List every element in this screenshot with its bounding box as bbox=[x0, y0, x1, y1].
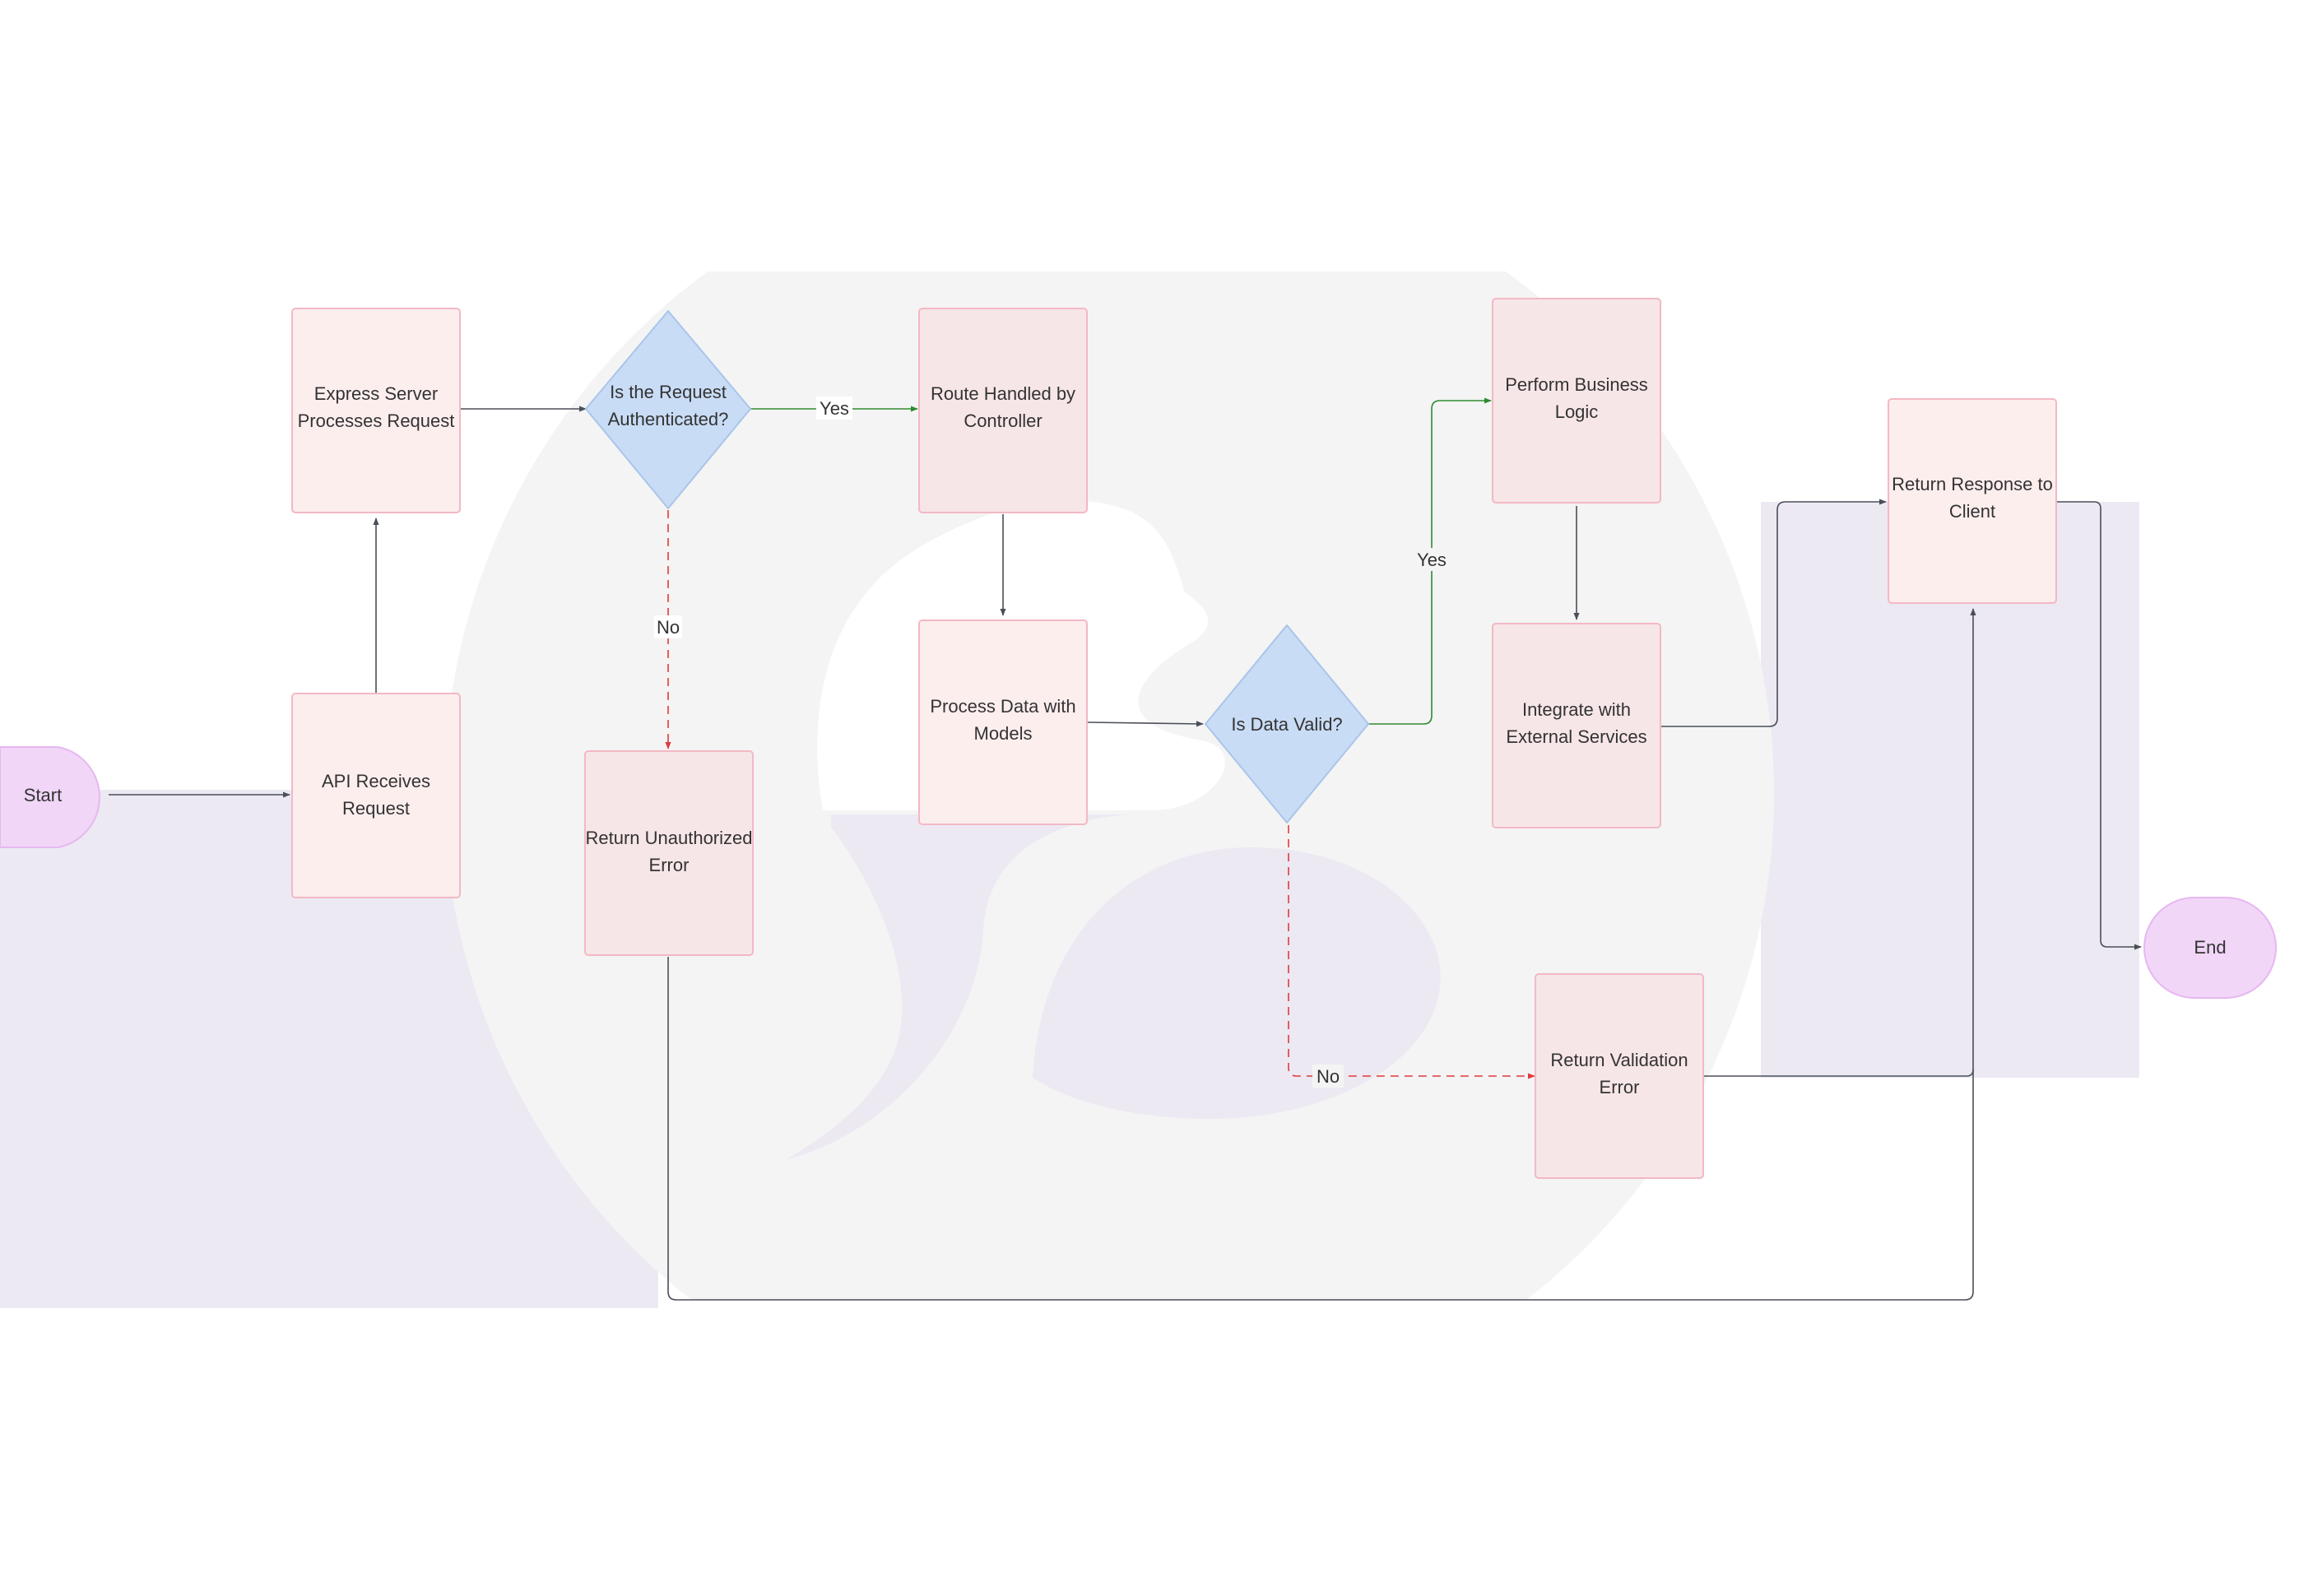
node-validation-error[interactable]: Return Validation Error bbox=[1535, 973, 1704, 1179]
watermark-swirl-right bbox=[1033, 847, 1441, 1119]
node-business-logic[interactable]: Perform Business Logic bbox=[1492, 298, 1661, 503]
node-label-line: Is the Request bbox=[610, 382, 727, 402]
node-external-services[interactable]: Integrate with External Services bbox=[1492, 623, 1661, 828]
watermark-swirl-lower bbox=[786, 814, 1127, 1160]
node-process-data[interactable]: Process Data with Models bbox=[918, 619, 1088, 825]
node-label-line: Request bbox=[342, 798, 410, 819]
node-label-line: Return Unauthorized bbox=[585, 828, 752, 848]
edge-label-auth-yes: Yes bbox=[820, 398, 849, 419]
edge-label-valid-no: No bbox=[1317, 1066, 1340, 1087]
edge-unauthorized-to-response bbox=[667, 608, 1976, 1301]
node-start[interactable]: Start bbox=[0, 746, 100, 848]
node-is-authenticated[interactable]: Is the Request Authenticated? bbox=[585, 310, 751, 509]
edge-labels: Yes No Yes No bbox=[654, 397, 1452, 1088]
node-label-line: Error bbox=[1600, 1077, 1640, 1097]
edge-label-bg bbox=[654, 615, 682, 638]
node-end[interactable]: End bbox=[2143, 897, 2277, 999]
node-label-line: External Services bbox=[1506, 726, 1646, 747]
edge-label-auth-no: No bbox=[657, 617, 680, 638]
node-route-handled[interactable]: Route Handled by Controller bbox=[918, 308, 1088, 513]
node-label-line: API Receives bbox=[322, 771, 430, 791]
node-label-line: Processes Request bbox=[298, 411, 455, 431]
node-end-label: End bbox=[2194, 937, 2226, 958]
node-label-line: Is Data Valid? bbox=[1231, 714, 1342, 735]
node-label-line: Client bbox=[1949, 501, 1995, 522]
node-label-line: Models bbox=[974, 723, 1033, 744]
edges bbox=[109, 397, 2142, 1301]
edge-process-to-valid bbox=[1087, 721, 1204, 727]
node-label-line: Route Handled by bbox=[931, 383, 1075, 404]
edge-response-to-end bbox=[2057, 501, 2142, 950]
node-start-label: Start bbox=[24, 785, 62, 805]
edge-valid-no bbox=[1288, 825, 1535, 1079]
edge-label-bg bbox=[816, 397, 852, 420]
edge-label-bg bbox=[1312, 1065, 1344, 1088]
edge-external-to-response bbox=[1660, 499, 1887, 727]
watermark-logo bbox=[0, 271, 2139, 1308]
node-express-server[interactable]: Express Server Processes Request bbox=[291, 308, 461, 513]
node-label-line: Controller bbox=[964, 411, 1042, 431]
node-label-line: Authenticated? bbox=[608, 409, 729, 429]
node-label-line: Integrate with bbox=[1522, 699, 1631, 720]
edge-label-valid-yes: Yes bbox=[1417, 550, 1447, 570]
node-label-line: Perform Business bbox=[1505, 374, 1648, 395]
node-label-line: Return Validation bbox=[1550, 1050, 1688, 1070]
node-is-data-valid[interactable]: Is Data Valid? bbox=[1205, 624, 1369, 824]
node-return-response[interactable]: Return Response to Client bbox=[1888, 398, 2057, 604]
node-label-line: Logic bbox=[1555, 401, 1599, 422]
node-api-receives[interactable]: API Receives Request bbox=[291, 693, 461, 898]
node-label-line: Return Response to bbox=[1892, 474, 2053, 494]
edge-label-bg bbox=[1411, 548, 1452, 571]
node-label-line: Express Server bbox=[314, 383, 438, 404]
node-label-line: Error bbox=[649, 855, 690, 875]
node-label-line: Process Data with bbox=[930, 696, 1075, 717]
node-return-unauthorized[interactable]: Return Unauthorized Error bbox=[584, 750, 754, 956]
